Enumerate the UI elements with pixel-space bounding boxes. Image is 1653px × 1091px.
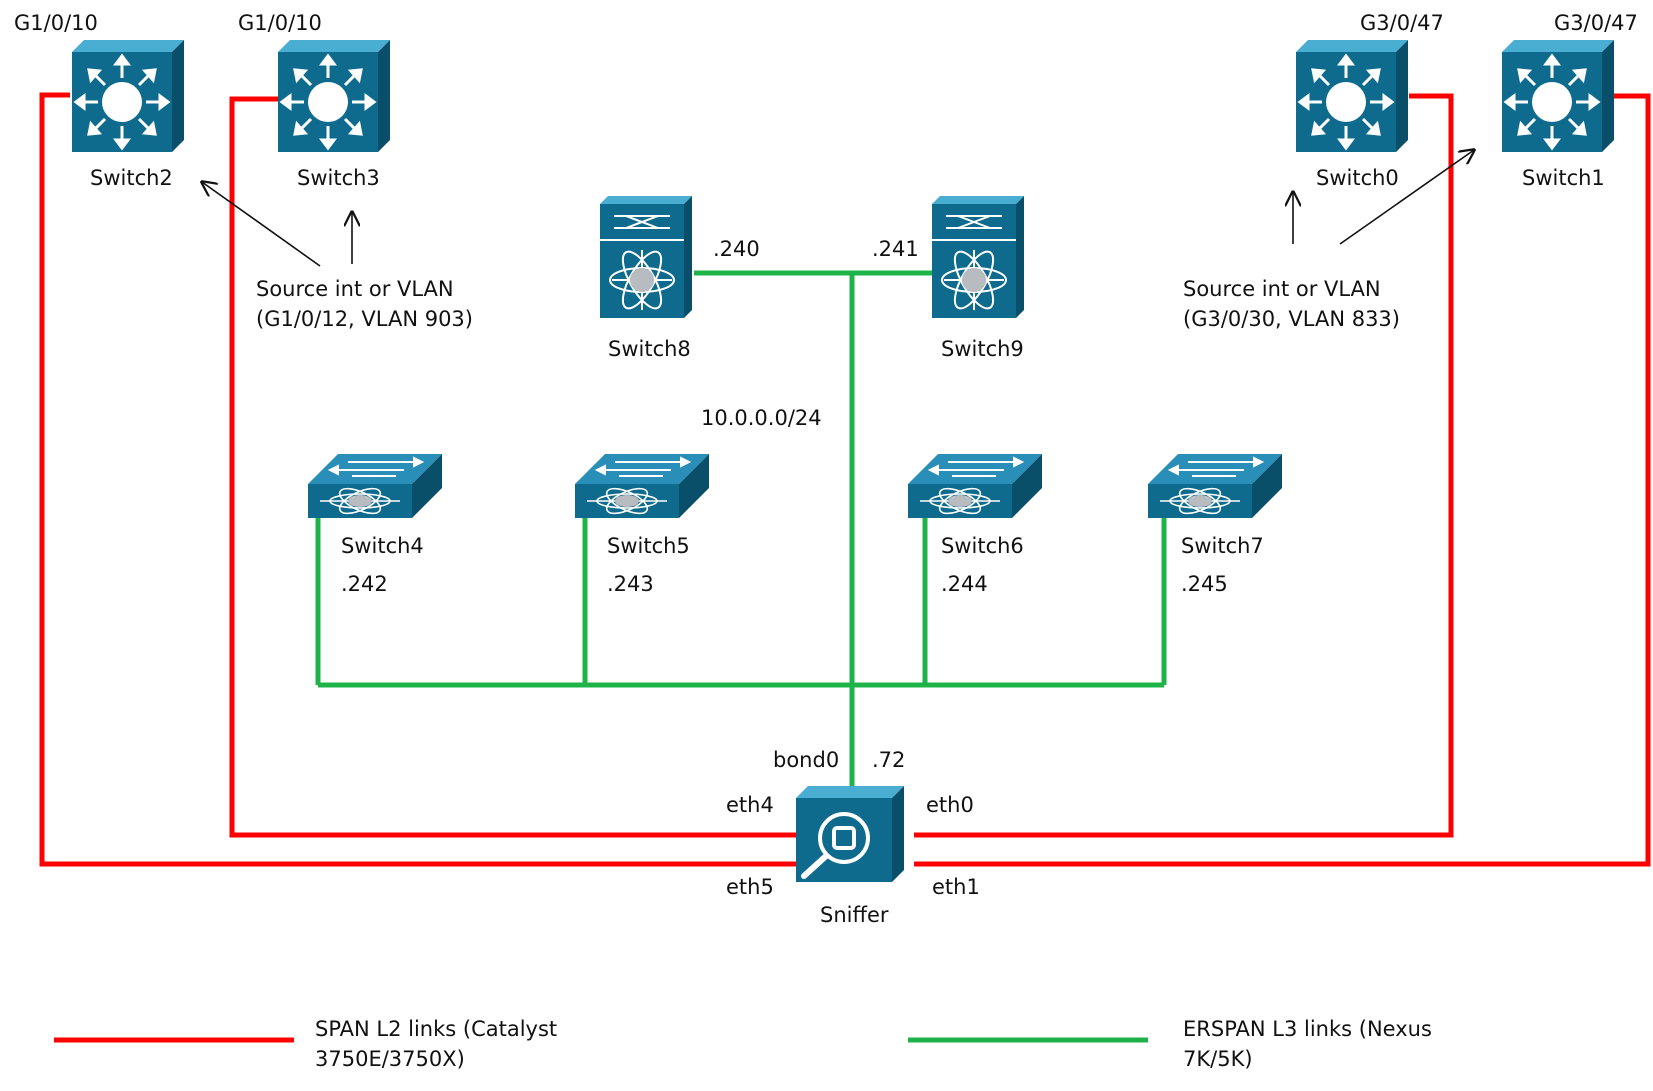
switch9-ip: .241: [872, 237, 919, 261]
note-left-line1: Source int or VLAN: [256, 277, 454, 301]
switch4-label: Switch4: [341, 534, 424, 558]
switch7-label: Switch7: [1181, 534, 1264, 558]
switch8-icon: [599, 195, 693, 319]
switch4-icon: [307, 453, 443, 520]
switch8-label: Switch8: [608, 337, 691, 361]
note-left-line2: (G1/0/12, VLAN 903): [256, 307, 473, 331]
switch7-icon: [1147, 453, 1283, 520]
subnet-label: 10.0.0.0/24: [701, 406, 822, 430]
legend-erspan-line2: 7K/5K): [1183, 1047, 1253, 1071]
sniffer-eth0-label: eth0: [926, 793, 974, 817]
sniffer-label: Sniffer: [820, 903, 889, 927]
note-left-arrow-switch2: [202, 182, 321, 267]
sniffer-icon: [796, 786, 904, 882]
span-link-switch3-eth4: [229, 96, 796, 838]
sniffer-bond-label: bond0: [773, 748, 839, 772]
switch5-icon: [574, 453, 710, 520]
switch9-icon: [931, 195, 1025, 319]
note-right-arrow-switch1: [1339, 150, 1474, 245]
switch3-label: Switch3: [297, 166, 380, 190]
switch2-label: Switch2: [90, 166, 173, 190]
legend-erspan-line1: ERSPAN L3 links (Nexus: [1183, 1017, 1432, 1041]
legend-span-line2: 3750E/3750X): [315, 1047, 465, 1071]
switch3-icon: [276, 38, 392, 154]
switch3-port-label: G1/0/10: [238, 11, 322, 35]
switch2-icon: [70, 38, 186, 154]
sniffer-eth1-label: eth1: [932, 875, 980, 899]
switch5-ip: .243: [607, 572, 654, 596]
switch6-icon: [907, 453, 1043, 520]
sniffer-eth4-label: eth4: [726, 793, 774, 817]
span-link-switch1-eth1: [914, 93, 1651, 867]
switch9-label: Switch9: [941, 337, 1024, 361]
note-right-line1: Source int or VLAN: [1183, 277, 1381, 301]
sniffer-ip-label: .72: [872, 748, 905, 772]
switch7-ip: .245: [1181, 572, 1228, 596]
note-right-line2: (G3/0/30, VLAN 833): [1183, 307, 1400, 331]
switch8-ip: .240: [713, 237, 760, 261]
switch5-label: Switch5: [607, 534, 690, 558]
switch0-icon: [1294, 38, 1410, 154]
legend-span-line1: SPAN L2 links (Catalyst: [315, 1017, 557, 1041]
switch2-port-label: G1/0/10: [14, 11, 98, 35]
switch1-port-label: G3/0/47: [1554, 11, 1638, 35]
switch0-port-label: G3/0/47: [1360, 11, 1444, 35]
switch6-label: Switch6: [941, 534, 1024, 558]
switch0-label: Switch0: [1316, 166, 1399, 190]
switch1-label: Switch1: [1522, 166, 1605, 190]
span-link-switch0-eth0: [914, 93, 1454, 838]
switch4-ip: .242: [341, 572, 388, 596]
switch6-ip: .244: [941, 572, 988, 596]
span-link-switch2-eth5: [39, 92, 796, 867]
switch1-icon: [1500, 38, 1616, 154]
sniffer-eth5-label: eth5: [726, 875, 774, 899]
